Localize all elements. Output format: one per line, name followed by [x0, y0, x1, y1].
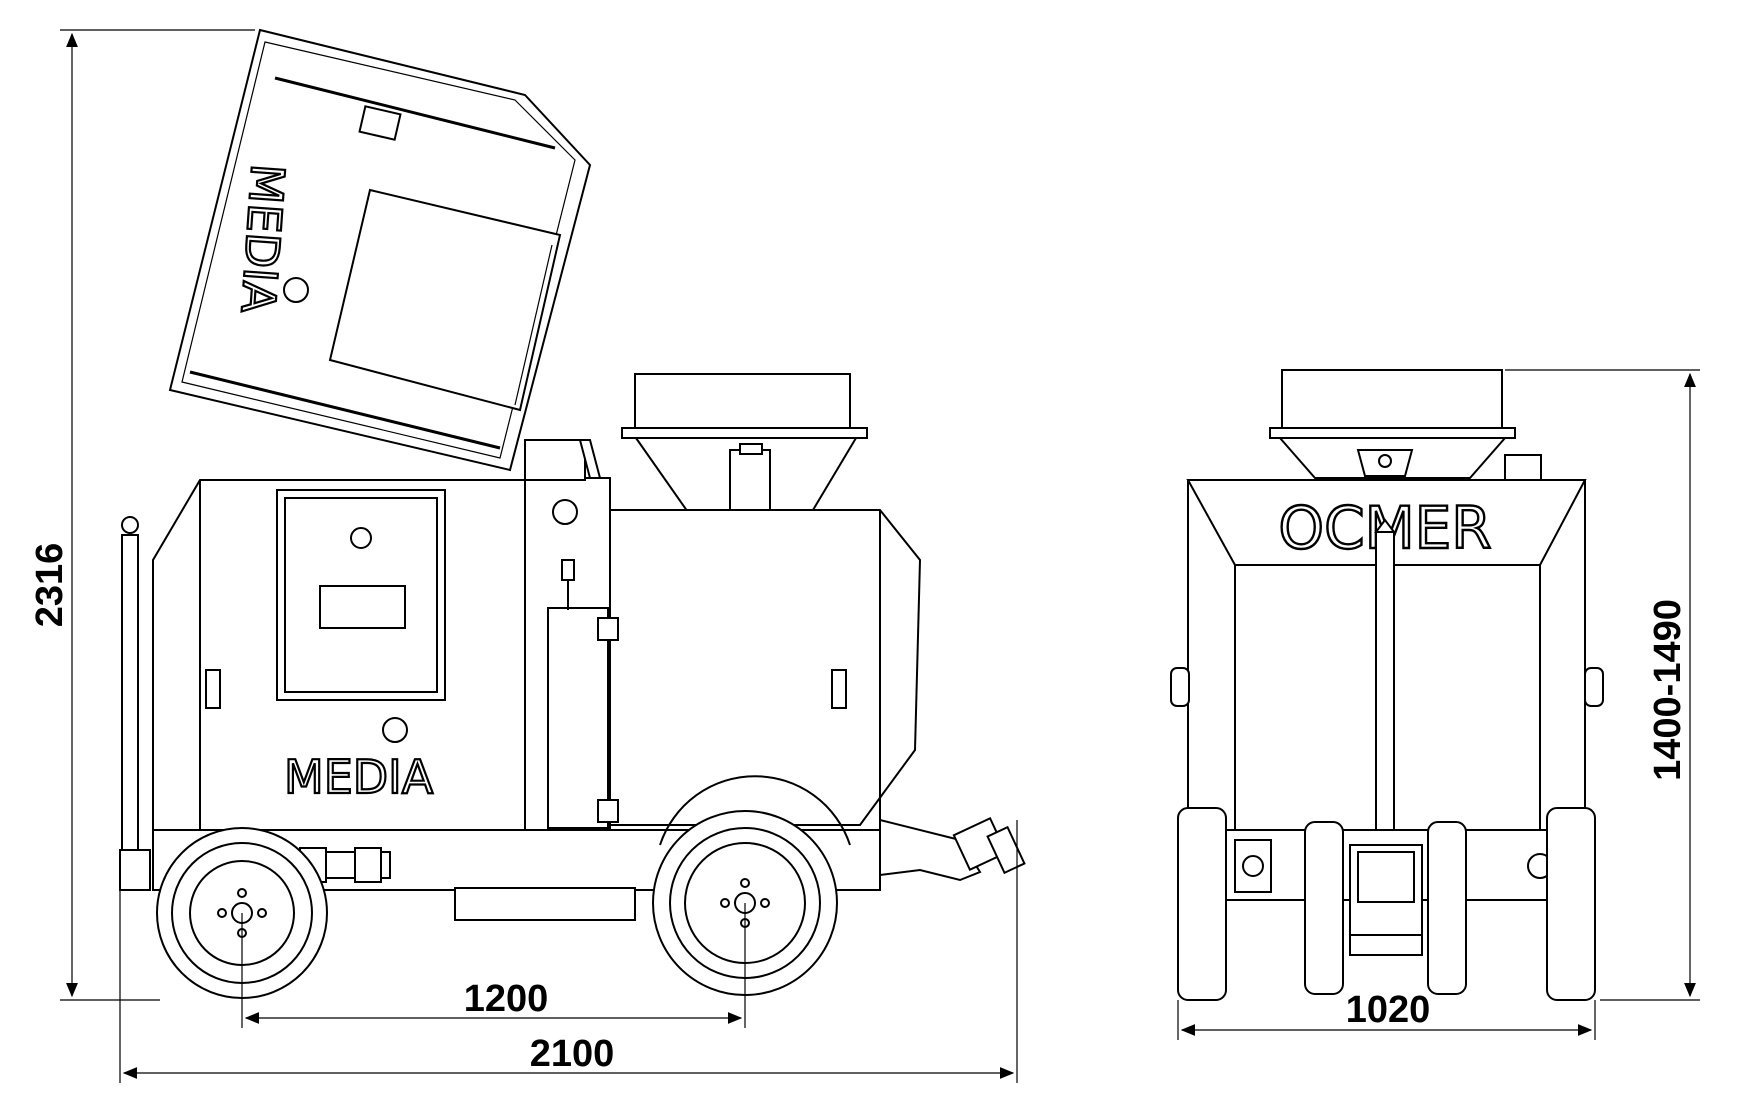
front-tow-bar	[1375, 531, 1395, 873]
front-right-wheel	[1546, 807, 1596, 1001]
side-model-label: MEDIA	[284, 750, 434, 804]
wheelbase-label: 1200	[464, 978, 549, 1020]
total-height-label: 2316	[29, 543, 71, 628]
dimension-total-length: 2100	[119, 820, 1018, 1083]
lid-knob	[283, 277, 309, 303]
side-handle	[119, 516, 151, 891]
side-outlet-pipe	[879, 816, 1026, 882]
dimension-track-width: 1020	[1177, 989, 1596, 1040]
dimension-total-height: 2316	[29, 29, 255, 1001]
side-main-body: MEDIA	[152, 439, 922, 831]
track-width-label: 1020	[1346, 989, 1431, 1031]
height-range-label: 1400-1490	[1647, 599, 1689, 781]
open-hopper-lid: MEDIA	[168, 28, 592, 472]
front-left-wheel	[1177, 807, 1227, 1001]
dimension-wheelbase: 1200	[241, 903, 746, 1028]
display-window	[319, 585, 406, 629]
front-view: OCMER 1020 140	[1170, 369, 1700, 1040]
lid-model-label: MEDIA	[231, 162, 295, 315]
side-view: MEDIA MEDIA	[29, 28, 1026, 1083]
total-length-label: 2100	[530, 1033, 615, 1075]
side-hopper	[621, 373, 868, 521]
dimension-height-range: 1400-1490	[1505, 369, 1700, 1001]
